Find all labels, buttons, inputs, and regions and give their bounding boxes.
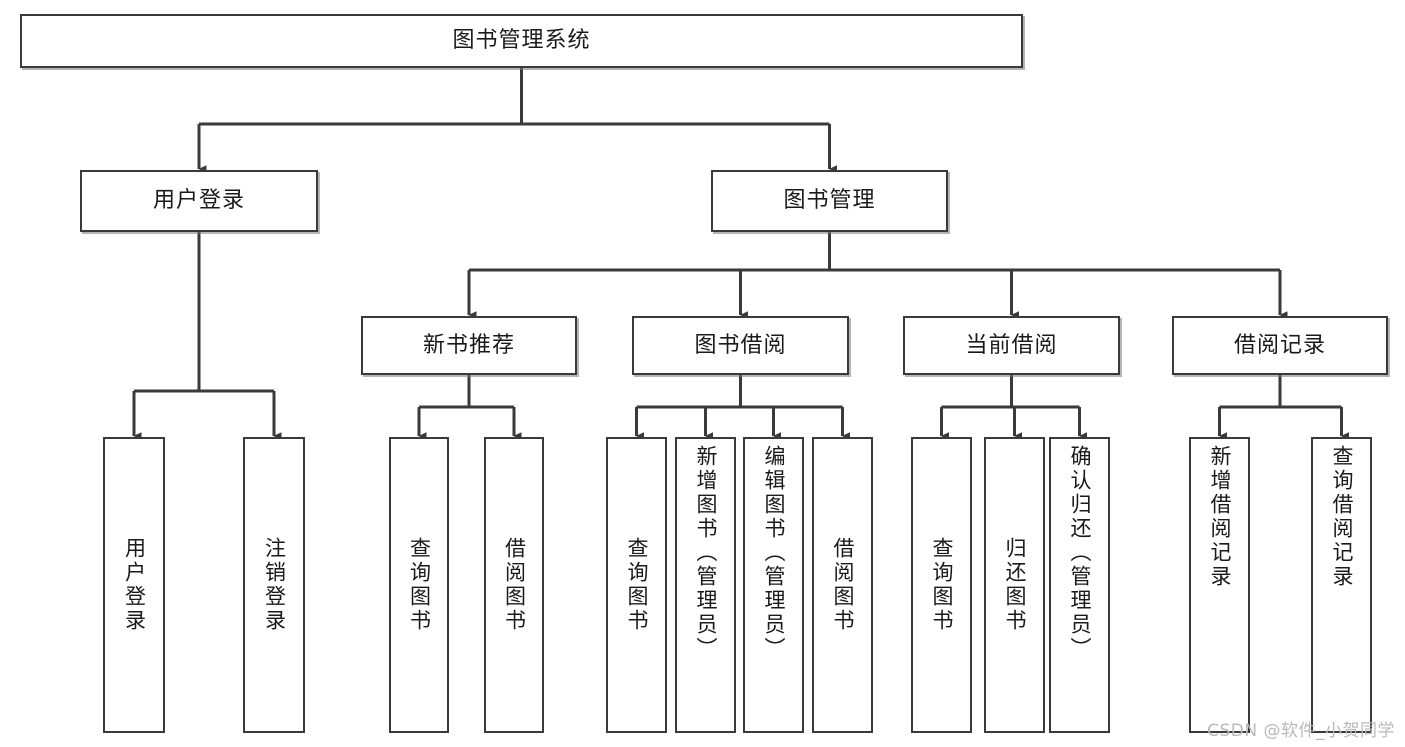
node-leaf-cb-query-book[interactable]: 查询图书 xyxy=(911,437,972,733)
node-book-borrow-label: 图书借阅 xyxy=(694,332,787,358)
node-borrow-record[interactable]: 借阅记录 xyxy=(1172,316,1388,375)
node-user-login-label: 用户登录 xyxy=(152,188,245,214)
node-leaf-bb-borrow-book[interactable]: 借阅图书 xyxy=(812,437,873,733)
node-leaf-user-login-label: 用户登录 xyxy=(122,537,147,633)
node-leaf-bb-query-book[interactable]: 查询图书 xyxy=(606,437,667,733)
node-user-login[interactable]: 用户登录 xyxy=(80,170,318,232)
node-leaf-cb-return-book[interactable]: 归还图书 xyxy=(984,437,1045,733)
node-current-borrow-label: 当前借阅 xyxy=(965,332,1058,358)
node-leaf-cb-confirm-return-label: 确认归还（管理员） xyxy=(1068,445,1092,661)
node-new-book-rec-label: 新书推荐 xyxy=(422,332,515,358)
node-leaf-rec-query-book[interactable]: 查询图书 xyxy=(389,437,449,733)
node-leaf-bb-borrow-book-label: 借阅图书 xyxy=(831,537,855,633)
node-leaf-bb-add-book-label: 新增图书（管理员） xyxy=(694,445,718,661)
node-leaf-cb-query-book-label: 查询图书 xyxy=(930,537,954,633)
node-leaf-br-add-record-label: 新增借阅记录 xyxy=(1208,445,1232,589)
node-leaf-rec-borrow-book[interactable]: 借阅图书 xyxy=(484,437,544,733)
node-new-book-rec[interactable]: 新书推荐 xyxy=(361,316,577,375)
node-leaf-user-login[interactable]: 用户登录 xyxy=(103,437,165,733)
node-leaf-br-query-record[interactable]: 查询借阅记录 xyxy=(1311,437,1372,733)
node-book-borrow[interactable]: 图书借阅 xyxy=(632,316,849,375)
node-leaf-rec-query-book-label: 查询图书 xyxy=(407,537,432,633)
csdn-watermark: CSDN @软件_小贺同学 xyxy=(1207,721,1395,741)
node-leaf-user-logout[interactable]: 注销登录 xyxy=(243,437,305,733)
node-leaf-bb-edit-book-label: 编辑图书（管理员） xyxy=(762,445,786,661)
node-leaf-user-logout-label: 注销登录 xyxy=(262,537,287,633)
node-leaf-br-add-record[interactable]: 新增借阅记录 xyxy=(1189,437,1250,733)
node-leaf-bb-edit-book[interactable]: 编辑图书（管理员） xyxy=(743,437,804,733)
node-book-manage[interactable]: 图书管理 xyxy=(711,170,948,232)
node-leaf-bb-add-book[interactable]: 新增图书（管理员） xyxy=(675,437,736,733)
node-root[interactable]: 图书管理系统 xyxy=(20,14,1023,68)
node-leaf-cb-confirm-return[interactable]: 确认归还（管理员） xyxy=(1049,437,1110,733)
node-leaf-rec-borrow-book-label: 借阅图书 xyxy=(502,537,527,633)
node-root-label: 图书管理系统 xyxy=(452,28,591,54)
node-leaf-br-query-record-label: 查询借阅记录 xyxy=(1330,445,1354,589)
node-leaf-bb-query-book-label: 查询图书 xyxy=(625,537,649,633)
node-borrow-record-label: 借阅记录 xyxy=(1233,332,1326,358)
node-leaf-cb-return-book-label: 归还图书 xyxy=(1003,537,1027,633)
node-current-borrow[interactable]: 当前借阅 xyxy=(903,316,1120,375)
node-book-manage-label: 图书管理 xyxy=(783,188,876,214)
